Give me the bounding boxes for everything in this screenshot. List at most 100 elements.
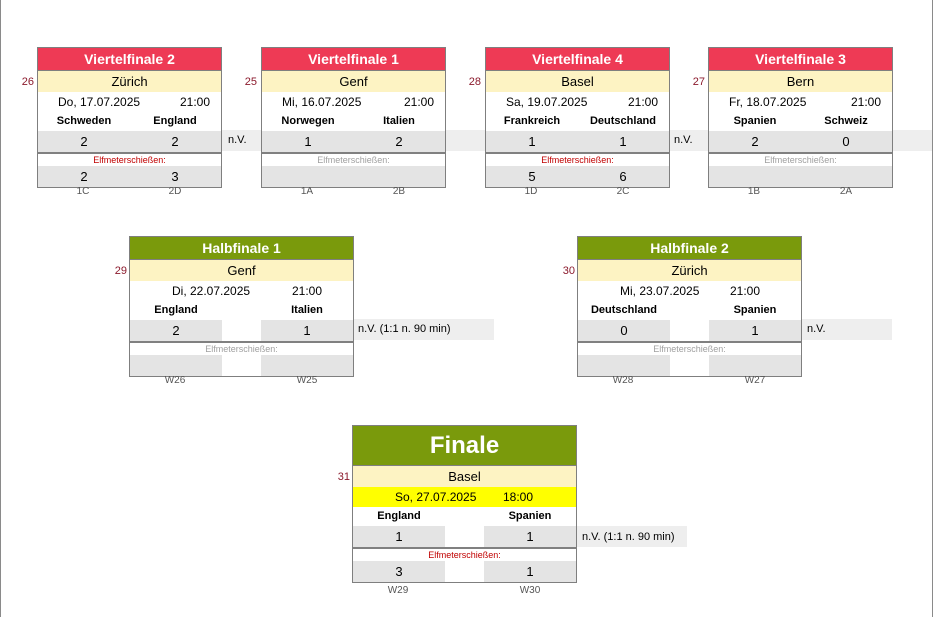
away-penalties[interactable]: 1 bbox=[484, 561, 576, 582]
away-slot: 2A bbox=[839, 186, 853, 197]
match-title: Finale bbox=[353, 426, 576, 466]
match-note: n.V. bbox=[228, 134, 247, 146]
final-score-row-band bbox=[577, 526, 687, 547]
home-goals[interactable]: 2 bbox=[130, 320, 222, 341]
match-note: n.V. bbox=[674, 134, 693, 146]
match-date: Mi, 23.07.2025 bbox=[620, 284, 700, 298]
away-penalties[interactable]: 3 bbox=[129, 166, 221, 187]
match-venue: Zürich bbox=[578, 260, 801, 281]
home-goals[interactable]: 2 bbox=[38, 131, 130, 152]
match-time: 21:00 bbox=[180, 95, 211, 109]
match-time: 21:00 bbox=[628, 95, 659, 109]
match-number: 26 bbox=[21, 76, 34, 88]
home-slot: W26 bbox=[164, 375, 186, 386]
home-slot: 1B bbox=[747, 186, 761, 197]
match-time: 18:00 bbox=[503, 490, 534, 504]
sf2-score-row-band bbox=[802, 319, 892, 340]
match-note: n.V. bbox=[807, 323, 826, 335]
match-title: Halbfinale 2 bbox=[578, 237, 801, 260]
home-slot: 1C bbox=[76, 186, 90, 197]
match-date: Di, 22.07.2025 bbox=[172, 284, 251, 298]
match-venue: Basel bbox=[353, 466, 576, 487]
away-penalties[interactable] bbox=[261, 355, 353, 376]
home-penalties[interactable] bbox=[709, 166, 801, 187]
match-title: Viertelfinale 1 bbox=[262, 48, 445, 71]
away-team: England bbox=[153, 115, 197, 127]
away-slot: 2D bbox=[168, 186, 182, 197]
home-penalties[interactable] bbox=[130, 355, 222, 376]
away-goals[interactable]: 1 bbox=[709, 320, 801, 341]
match-number: 27 bbox=[692, 76, 705, 88]
match-card-qf4[interactable]: Viertelfinale 4 Basel Sa, 19.07.2025 21:0… bbox=[485, 47, 670, 188]
home-slot: 1A bbox=[300, 186, 314, 197]
away-penalties[interactable] bbox=[709, 355, 801, 376]
match-venue: Zürich bbox=[38, 71, 221, 92]
home-goals[interactable]: 1 bbox=[262, 131, 354, 152]
away-goals[interactable]: 1 bbox=[484, 526, 576, 547]
match-number: 29 bbox=[114, 265, 127, 277]
penalty-label: Elfmeterschießen: bbox=[317, 155, 390, 165]
match-note: n.V. (1:1 n. 90 min) bbox=[358, 323, 451, 335]
match-venue: Bern bbox=[709, 71, 892, 92]
match-venue: Genf bbox=[262, 71, 445, 92]
away-team: Italien bbox=[383, 115, 415, 127]
match-title: Viertelfinale 3 bbox=[709, 48, 892, 71]
match-title: Viertelfinale 4 bbox=[486, 48, 669, 71]
away-slot: 2B bbox=[392, 186, 406, 197]
match-note: n.V. (1:1 n. 90 min) bbox=[582, 531, 675, 543]
away-goals[interactable]: 0 bbox=[800, 131, 892, 152]
match-title: Viertelfinale 2 bbox=[38, 48, 221, 71]
away-penalties[interactable]: 6 bbox=[577, 166, 669, 187]
home-team: Spanien bbox=[733, 115, 777, 127]
away-goals[interactable]: 2 bbox=[353, 131, 445, 152]
home-goals[interactable]: 2 bbox=[709, 131, 801, 152]
match-number: 28 bbox=[468, 76, 481, 88]
match-card-final[interactable]: Finale Basel So, 27.07.2025 18:00 England… bbox=[352, 425, 577, 583]
home-penalties[interactable]: 5 bbox=[486, 166, 578, 187]
penalty-label: Elfmeterschießen: bbox=[205, 344, 278, 354]
away-team: Deutschland bbox=[589, 115, 656, 127]
away-team: Italien bbox=[291, 304, 323, 316]
home-goals[interactable]: 1 bbox=[486, 131, 578, 152]
penalty-label: Elfmeterschießen: bbox=[764, 155, 837, 165]
sf1-score-row-band bbox=[354, 319, 494, 340]
home-slot: 1D bbox=[524, 186, 538, 197]
away-goals[interactable]: 1 bbox=[261, 320, 353, 341]
home-penalties[interactable]: 3 bbox=[353, 561, 445, 582]
match-date: Sa, 19.07.2025 bbox=[506, 95, 588, 109]
penalty-label: Elfmeterschießen: bbox=[653, 344, 726, 354]
away-slot: W25 bbox=[296, 375, 318, 386]
home-team: Frankreich bbox=[503, 115, 561, 127]
away-team: Spanien bbox=[508, 510, 552, 522]
home-team: England bbox=[377, 510, 421, 522]
match-venue: Basel bbox=[486, 71, 669, 92]
home-penalties[interactable]: 2 bbox=[38, 166, 130, 187]
match-time: 21:00 bbox=[851, 95, 882, 109]
penalty-label: Elfmeterschießen: bbox=[428, 550, 501, 560]
home-goals[interactable]: 1 bbox=[353, 526, 445, 547]
home-team: England bbox=[154, 304, 198, 316]
home-goals[interactable]: 0 bbox=[578, 320, 670, 341]
away-penalties[interactable] bbox=[800, 166, 892, 187]
home-penalties[interactable] bbox=[262, 166, 354, 187]
away-slot: W27 bbox=[744, 375, 766, 386]
match-venue: Genf bbox=[130, 260, 353, 281]
away-goals[interactable]: 2 bbox=[129, 131, 221, 152]
match-card-sf1[interactable]: Halbfinale 1 Genf Di, 22.07.2025 21:00 En… bbox=[129, 236, 354, 377]
away-penalties[interactable] bbox=[353, 166, 445, 187]
home-slot: W28 bbox=[612, 375, 634, 386]
match-card-qf2[interactable]: Viertelfinale 2 Zürich Do, 17.07.2025 21:… bbox=[37, 47, 222, 188]
match-time: 21:00 bbox=[292, 284, 323, 298]
away-goals[interactable]: 1 bbox=[577, 131, 669, 152]
home-team: Norwegen bbox=[281, 115, 335, 127]
away-slot: 2C bbox=[616, 186, 630, 197]
match-title: Halbfinale 1 bbox=[130, 237, 353, 260]
home-slot: W29 bbox=[387, 585, 409, 596]
home-penalties[interactable] bbox=[578, 355, 670, 376]
match-number: 30 bbox=[562, 265, 575, 277]
match-date: Do, 17.07.2025 bbox=[58, 95, 141, 109]
match-date: So, 27.07.2025 bbox=[395, 490, 477, 504]
